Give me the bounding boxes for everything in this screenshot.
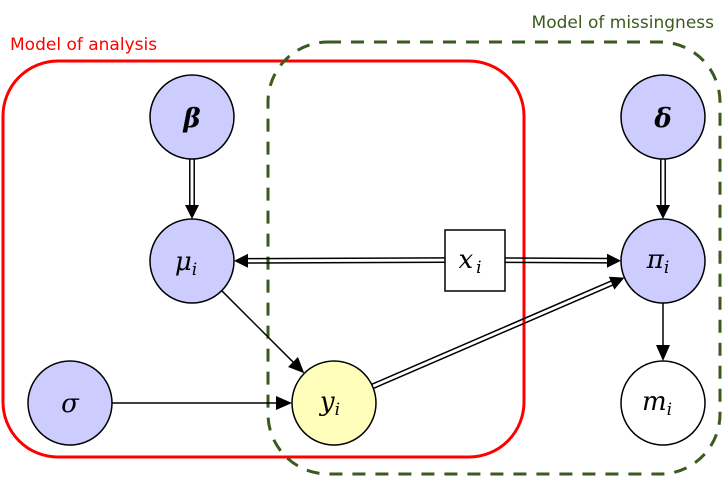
edge-x-to-mu [233,253,446,268]
node-pi: πi [620,218,706,304]
edge-mu-to-y [221,290,305,374]
edges [112,159,670,410]
beta-symbol: β [182,104,200,134]
pi-symbol: π [646,245,665,275]
arrowhead [606,253,622,268]
svg-text:yi: yi [319,387,340,420]
node-y: yi [291,360,377,446]
svg-text:πi: πi [646,245,670,278]
analysis-plate: Model of analysis [1,35,526,459]
node-m: mi [620,360,706,446]
delta-symbol: δ [653,104,671,134]
arrowhead [656,205,670,219]
svg-text:xi: xi [458,245,481,278]
x-subscript: i [476,258,481,278]
arrowhead [656,345,670,361]
node-beta: β [149,74,235,160]
analysis-plate-label: Model of analysis [10,35,157,55]
arrowhead [185,205,199,219]
x-symbol: x [458,245,473,275]
pi-subscript: i [664,258,669,278]
edge-sigma-to-y [112,396,292,410]
edge-delta-to-pi [656,159,670,219]
y-symbol: y [319,387,335,417]
m-symbol: m [642,387,667,417]
edge-pi-to-m [656,303,670,361]
arrowhead [608,276,625,290]
edge-beta-to-mu [185,159,199,219]
missingness-plate-label: Model of missingness [532,13,715,33]
node-mu: μi [149,218,235,304]
edge-y-to-pi [371,276,625,390]
node-sigma: σ [27,360,113,446]
m-subscript: i [667,400,672,420]
node-delta: δ [620,74,706,160]
y-subscript: i [335,400,340,420]
sigma-symbol: σ [61,389,80,419]
arrowhead [276,396,292,410]
mu-subscript: i [192,260,197,280]
arrowhead [233,253,249,268]
mu-symbol: μ [175,247,192,277]
svg-text:μi: μi [175,247,197,280]
edge-x-to-pi [504,253,622,268]
arrowhead [288,357,305,374]
svg-text:mi: mi [642,387,672,420]
